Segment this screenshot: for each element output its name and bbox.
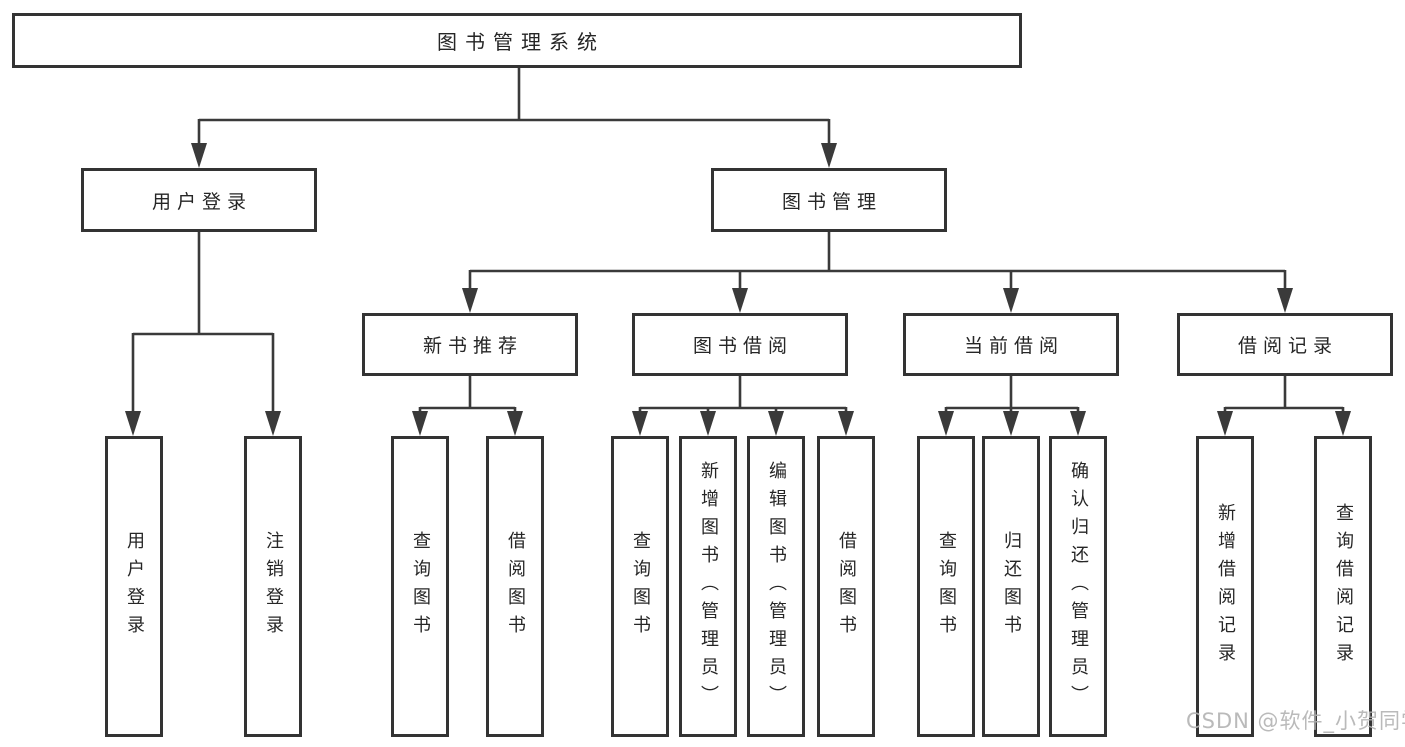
node-new-book-recommend: 新书推荐 [362, 313, 578, 376]
arrowhead [265, 411, 281, 436]
node-root-system: 图书管理系统 [12, 13, 1022, 68]
leaf-add-borrow-record: 新增借阅记录 [1196, 436, 1254, 737]
connector-current-borrow-group [944, 376, 1080, 414]
leaf-logout-login: 注销登录 [244, 436, 302, 737]
leaf-query-book-borrow: 查询图书 [611, 436, 669, 737]
arrowhead [412, 411, 428, 436]
arrowhead [191, 143, 207, 168]
connector-book-management-to-level3 [468, 232, 1287, 290]
arrowhead [125, 411, 141, 436]
arrowhead [1217, 411, 1233, 436]
arrowhead [732, 288, 748, 313]
arrowhead [700, 411, 716, 436]
csdn-watermark: CSDN @软件_小贺同学 [1186, 709, 1405, 733]
node-user-login: 用户登录 [81, 168, 317, 232]
arrowhead [632, 411, 648, 436]
leaf-edit-book-admin: 编辑图书（管理员） [747, 436, 805, 737]
arrowhead [507, 411, 523, 436]
arrowhead [1277, 288, 1293, 313]
connector-new-book-recommend-group [418, 376, 517, 414]
connector-borrow-record-group [1223, 376, 1345, 414]
leaf-borrow-book-recommend: 借阅图书 [486, 436, 544, 737]
arrowhead [1003, 288, 1019, 313]
node-book-management: 图书管理 [711, 168, 947, 232]
leaf-add-book-admin: 新增图书（管理员） [679, 436, 737, 737]
arrowhead [1335, 411, 1351, 436]
leaf-confirm-return-admin: 确认归还（管理员） [1049, 436, 1107, 737]
leaf-borrow-book: 借阅图书 [817, 436, 875, 737]
arrowhead [1003, 411, 1019, 436]
arrowhead [838, 411, 854, 436]
connector-user-login-group [131, 232, 275, 414]
connector-root-to-level2 [197, 68, 831, 146]
node-current-borrow: 当前借阅 [903, 313, 1119, 376]
arrowhead [1070, 411, 1086, 436]
leaf-query-book-recommend: 查询图书 [391, 436, 449, 737]
leaf-query-borrow-record: 查询借阅记录 [1314, 436, 1372, 737]
leaf-query-book-current: 查询图书 [917, 436, 975, 737]
arrowhead [768, 411, 784, 436]
node-book-borrow: 图书借阅 [632, 313, 848, 376]
arrowhead [462, 288, 478, 313]
leaf-user-login: 用户登录 [105, 436, 163, 737]
connector-book-borrow-group [638, 376, 848, 414]
arrowhead [938, 411, 954, 436]
arrowhead [821, 143, 837, 168]
node-borrow-record: 借阅记录 [1177, 313, 1393, 376]
leaf-return-book: 归还图书 [982, 436, 1040, 737]
